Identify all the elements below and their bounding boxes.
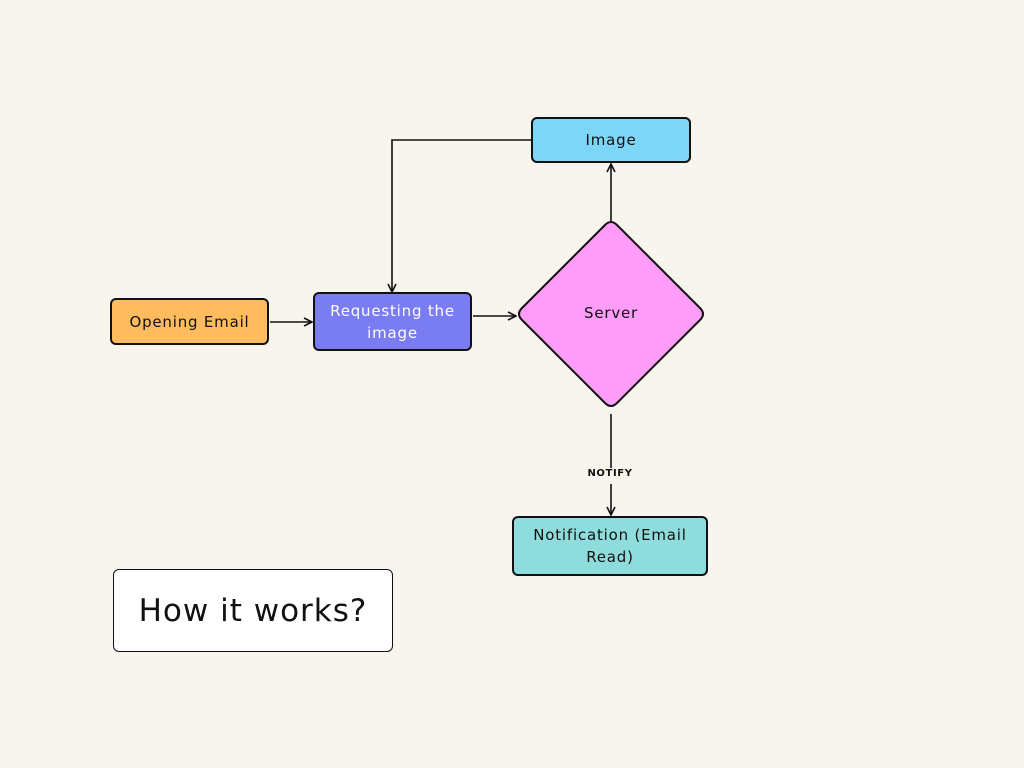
node-server-label: Server [584,304,638,322]
node-image: Image [531,117,691,163]
node-opening-email: Opening Email [110,298,269,345]
server-diamond [518,221,704,407]
node-requesting-image: Requesting the image [313,292,472,351]
edge-image-to-requesting [392,139,531,292]
edge-label-notify: NOTIFY [575,468,645,484]
diagram-title: How it works? [113,569,393,652]
node-notification: Notification (Email Read) [512,516,708,576]
